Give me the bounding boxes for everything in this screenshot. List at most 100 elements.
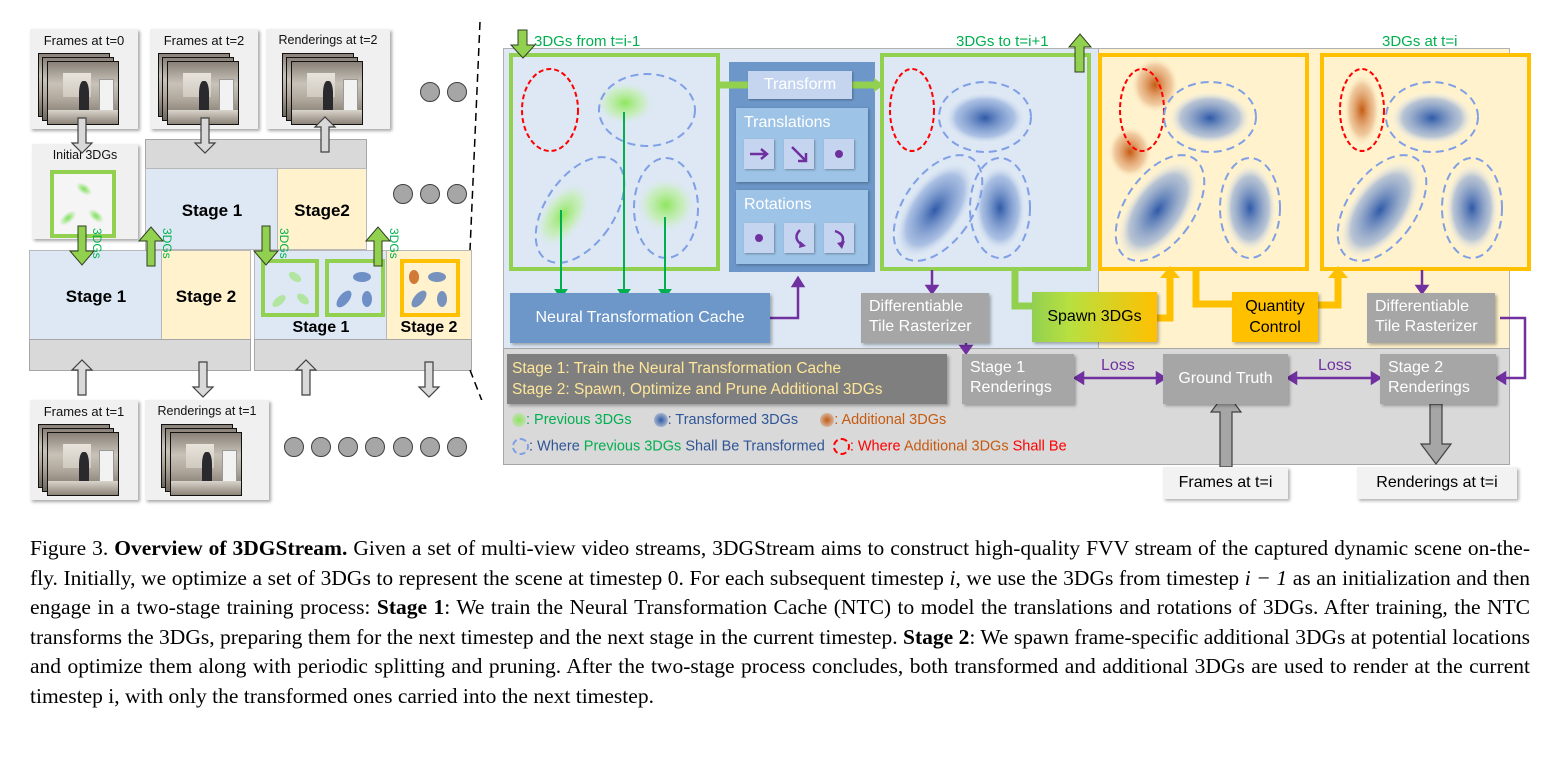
rotate-cw-icon (824, 223, 854, 253)
renderings-t1-card: Renderings at t=1 (145, 400, 269, 500)
rasterizer-line1: Differentiable (869, 298, 963, 315)
rendering-image (170, 432, 242, 496)
stage1-description: Stage 1: Train the Neural Transformation… (512, 360, 842, 377)
previous-3dgs-panel (509, 53, 720, 299)
spawned-3dgs-panel (1098, 53, 1309, 271)
caption-text: as an initialization and then engage in … (30, 565, 1530, 620)
from-prev-label: 3DGs from t=i-1 (534, 33, 641, 50)
rendering-image (291, 61, 363, 125)
initial-3dgs-card: Initial 3DGs (32, 144, 138, 239)
legend-where-add-a: : Where (849, 438, 904, 455)
transformed-3dgs-thumb (325, 259, 385, 317)
caption-stage2: Stage 2 (903, 624, 970, 649)
t2-stage1-block: Stage 1 (145, 168, 279, 250)
red-dashed-ellipse-icon (832, 438, 850, 455)
legend-previous: : Previous 3DGs (526, 412, 632, 428)
rasterizer-line2: Tile Rasterizer (1375, 318, 1478, 335)
t1-stage2-block: Stage 2 (161, 250, 251, 340)
frame-image (47, 61, 119, 125)
t1-stage1-label: Stage 1 (65, 287, 127, 306)
translate-diagonal-icon (784, 139, 814, 169)
legend: : Previous 3DGs : Transformed 3DGs : Add… (512, 412, 1067, 460)
blue-gaussian-icon (653, 413, 668, 428)
frames-t2-card: Frames at t=2 (150, 29, 258, 129)
t1-stage2-label: Stage 2 (175, 287, 237, 306)
renderings-t1-label: Renderings at t=1 (157, 404, 257, 418)
rasterizer-stage1: Differentiable Tile Rasterizer (861, 293, 989, 343)
gray-arrow-icons (70, 116, 441, 398)
additional-3dgs-thumb (400, 259, 460, 317)
dgs-label-4: 3DGs (387, 228, 401, 259)
rotations-block: Rotations (736, 190, 868, 264)
caption-stage1: Stage 1 (376, 595, 445, 619)
frames-t2-label: Frames at t=2 (163, 33, 245, 48)
dgs-label-1: 3DGs (90, 228, 104, 259)
t2-stage2-label: Stage2 (294, 201, 350, 220)
quantity-line1: Quantity (1245, 298, 1305, 315)
green-gaussian-icon (512, 413, 526, 428)
translations-label: Translations (744, 114, 831, 131)
legend-where-prev-a: : Where (529, 438, 584, 455)
caption-text: : We spawn frame-specific additional 3DG… (30, 624, 1530, 708)
ti-io-bar (254, 339, 472, 371)
orange-gaussian-icon (820, 413, 835, 428)
rasterizer-line2: Tile Rasterizer (869, 318, 972, 335)
stage1-renderings-line2: Renderings (970, 379, 1052, 396)
quantity-line2: Control (1249, 319, 1301, 336)
renderings-down-arrow-icon (1419, 403, 1453, 465)
loss-label-right: Loss (1318, 357, 1352, 374)
legend-where-add-c: Shall Be (1008, 438, 1067, 455)
stage2-renderings-line2: Renderings (1388, 379, 1470, 396)
initial-3dgs-thumbnail (50, 170, 116, 238)
stage2-renderings-box: Stage 2 Renderings (1380, 354, 1496, 404)
figure-caption: Figure 3. Overview of 3DGStream. Given a… (30, 534, 1530, 711)
caption-text: : We train the Neural Transformation Cac… (30, 595, 1530, 649)
dgs-label-3: 3DGs (277, 228, 291, 259)
loss-label-left: Loss (1101, 357, 1135, 374)
t1-stage1-block: Stage 1 (29, 250, 163, 340)
legend-where-prev-b: Previous 3DGs (583, 438, 682, 455)
t1-io-bar (29, 339, 251, 371)
previous-3dgs-thumb (261, 259, 319, 317)
ground-truth-box: Ground Truth (1163, 354, 1288, 404)
transform-label: Transform (748, 71, 852, 99)
stage-description-box: Stage 1: Train the Neural Transformation… (507, 354, 947, 404)
blue-dashed-ellipse-icon (512, 438, 529, 455)
frames-t1-card: Frames at t=1 (30, 400, 138, 500)
left-arrows-layer (68, 21, 483, 400)
frame-image (47, 432, 119, 496)
renderings-t2-label: Renderings at t=2 (278, 33, 378, 47)
t2-stage2-block: Stage2 (277, 168, 367, 250)
caption-math: i − 1 (1244, 565, 1288, 590)
rotations-label: Rotations (744, 196, 812, 213)
translate-right-icon (744, 139, 774, 169)
ti-stage2-label: Stage 2 (400, 319, 458, 336)
legend-where-prev-c: Shall Be Transformed (681, 438, 825, 455)
caption-text: Given a set of multi-view video streams,… (30, 536, 1531, 590)
frame-image (167, 61, 239, 125)
caption-text: , we use the 3DGs from timestep (955, 565, 1245, 590)
stage1-renderings-box: Stage 1 Renderings (962, 354, 1074, 404)
caption-math: i (949, 565, 956, 590)
rasterizer-line1: Differentiable (1375, 298, 1469, 315)
stage2-renderings-line1: Stage 2 (1388, 359, 1444, 376)
transformed-3dgs-panel (880, 53, 1091, 271)
translate-none-icon (824, 139, 854, 169)
frames-t0-card: Frames at t=0 (30, 29, 138, 129)
neural-transformation-cache: Neural Transformation Cache (510, 293, 770, 343)
ti-stage2-block: Stage 2 (386, 250, 472, 340)
rotate-none-icon (744, 223, 774, 253)
legend-transformed: : Transformed 3DGs (667, 412, 799, 428)
ti-stage1-block: Stage 1 (254, 250, 388, 340)
stage1-renderings-line1: Stage 1 (970, 359, 1026, 376)
frames-ti-label: Frames at t=i (1163, 467, 1288, 499)
final-3dgs-panel (1320, 53, 1531, 271)
renderings-t2-card: Renderings at t=2 (266, 29, 390, 129)
legend-where-add-b: Additional 3DGs (903, 438, 1009, 455)
to-next-label: 3DGs to t=i+1 (956, 33, 1049, 50)
rotate-ccw-icon (784, 223, 814, 253)
at-current-label: 3DGs at t=i (1382, 33, 1458, 50)
quantity-control-box: Quantity Control (1232, 292, 1318, 342)
spawn-3dgs-box: Spawn 3DGs (1032, 292, 1157, 342)
caption-title: Overview of 3DGStream. (114, 536, 348, 560)
